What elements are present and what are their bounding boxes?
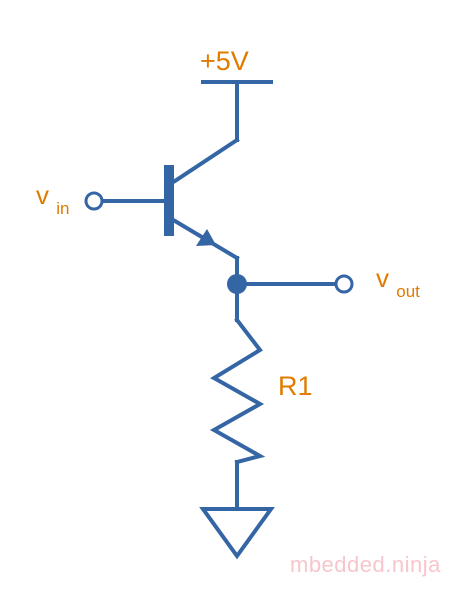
transistor-collector [172,137,240,184]
vin-label-main: v [36,180,49,210]
supply-label: +5V [200,46,249,76]
vin-terminal [84,191,104,211]
watermark-text: mbedded.ninja [290,552,441,577]
vout-terminal [334,274,354,294]
resistor-label: R1 [278,371,313,401]
vout-label: v out [376,263,420,301]
transistor-base-bar [164,165,174,236]
vin-label: v in [36,180,69,218]
vin-label-subscript: in [56,199,69,218]
resistor-r1 [209,317,266,465]
ground-icon [199,507,275,560]
emitter-arrow-icon [196,229,216,246]
vout-label-subscript: out [396,282,420,301]
vout-label-main: v [376,263,389,293]
